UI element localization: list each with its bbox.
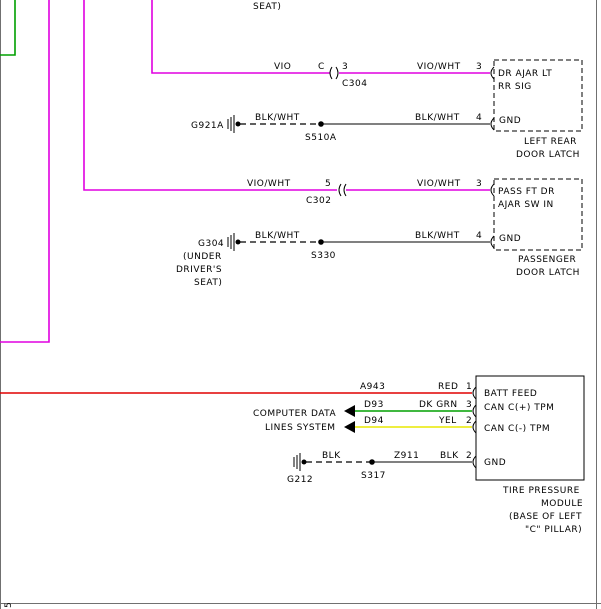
splice-name-s317: S317 [361, 471, 386, 481]
wire-color-blk-wht-lr-2: BLK/WHT [415, 113, 460, 123]
connector-name-c304: C304 [342, 79, 367, 89]
pin-terminal-tpm-2b [472, 455, 477, 469]
pin-terminal-pass-3 [490, 183, 495, 197]
circuit-d94: D94 [364, 416, 384, 426]
tpm-pin-label-gnd: GND [484, 458, 506, 468]
circuit-z911: Z911 [394, 451, 419, 461]
ground-note-under: (UNDER [183, 252, 222, 262]
ground-name-g921a: G921A [191, 121, 224, 131]
tpm-pin-label-can-lo: CAN C(-) TPM [484, 424, 550, 434]
connector-c302-a [338, 183, 342, 197]
splice-s317 [369, 459, 375, 465]
pin-label-gnd-pass: GND [499, 234, 521, 244]
module-name-tpm-1: TIRE PRESSURE [502, 486, 580, 496]
tpm-pin-2a: 2 [466, 416, 472, 426]
connector-c304-male [335, 66, 339, 80]
pin-label-ajar-sw-in: AJAR SW IN [498, 200, 554, 210]
splice-name-s330: S330 [311, 251, 336, 261]
ground-name-g212: G212 [287, 475, 313, 485]
left-rear-door-latch-box [493, 59, 583, 132]
connector-pin-3: 3 [342, 62, 348, 72]
ground-symbol-g304 [227, 233, 241, 251]
ground-note-seat: SEAT) [194, 278, 222, 288]
connector-pin-5: 5 [325, 179, 331, 189]
connector-c304-female [329, 66, 333, 80]
wire-color-yel: YEL [438, 416, 457, 426]
pin-terminal-lr-4 [490, 117, 495, 131]
computer-data-label-2: LINES SYSTEM [265, 423, 336, 433]
module-pin-lr-4: 4 [476, 113, 482, 123]
connector-pin-c: C [318, 62, 325, 72]
circuit-d93: D93 [364, 400, 384, 410]
wire-vio-left-loop [0, 0, 50, 343]
computer-data-label-1: COMPUTER DATA [253, 409, 336, 419]
page-mark: 5 [4, 602, 14, 608]
tpm-pin-2b: 2 [466, 451, 472, 461]
wire-color-vio: VIO [274, 62, 291, 72]
pin-terminal-tpm-1 [472, 386, 477, 400]
wire-color-blk-wht-pass-1: BLK/WHT [255, 231, 300, 241]
module-pin-pass-3: 3 [476, 179, 482, 189]
wire-vio-wht-pass [83, 0, 337, 191]
passenger-door-latch-box [493, 178, 583, 251]
pin-label-dr-ajar-2: RR SIG [498, 82, 532, 92]
tpm-pin-3: 3 [466, 400, 472, 410]
wire-color-blk-1: BLK [322, 451, 341, 461]
pin-label-pass-ft-dr: PASS FT DR [498, 187, 555, 197]
ground-symbol-g212 [293, 453, 307, 471]
wire-color-red: RED [438, 382, 458, 392]
pin-terminal-pass-4 [490, 235, 495, 249]
module-name-pass-2: DOOR LATCH [516, 268, 580, 278]
top-note: SEAT) [253, 2, 281, 12]
circuit-a943: A943 [360, 382, 385, 392]
wire-vio-lr [151, 0, 330, 74]
connector-name-c302: C302 [306, 196, 331, 206]
tire-pressure-module-box [475, 375, 585, 481]
pin-label-dr-ajar-1: DR AJAR LT [498, 69, 552, 79]
wire-color-dk-grn: DK GRN [419, 400, 458, 410]
pin-terminal-tpm-3 [472, 404, 477, 418]
module-pin-lr-3: 3 [476, 62, 482, 72]
pin-terminal-tpm-2a [472, 420, 477, 434]
ground-note-drivers: DRIVER'S [176, 265, 222, 275]
wire-color-blk-wht-lr-1: BLK/WHT [255, 113, 300, 123]
wire-color-blk-wht-pass-2: BLK/WHT [415, 231, 460, 241]
module-name-lr-1: LEFT REAR [524, 137, 577, 147]
tpm-pin-label-batt-feed: BATT FEED [484, 389, 537, 399]
arrow-can-hi [344, 405, 355, 417]
wire-green-top [0, 0, 16, 56]
arrow-can-lo [344, 421, 355, 433]
splice-s510a [318, 121, 324, 127]
wire-color-vio-wht-pass-1: VIO/WHT [247, 179, 291, 189]
tpm-pin-1: 1 [466, 382, 472, 392]
wire-color-blk-2: BLK [440, 451, 459, 461]
module-pin-pass-4: 4 [476, 231, 482, 241]
tpm-pin-label-can-hi: CAN C(+) TPM [484, 403, 554, 413]
wire-color-vio-wht-lr: VIO/WHT [417, 62, 461, 72]
module-name-tpm-4: "C" PILLAR) [525, 525, 582, 535]
module-name-tpm-2: MODULE [541, 499, 583, 509]
pin-terminal-lr-3 [490, 66, 495, 80]
module-name-pass-1: PASSENGER [518, 255, 576, 265]
ground-symbol-g921a [227, 115, 241, 133]
module-name-tpm-3: (BASE OF LEFT [509, 512, 582, 522]
ground-name-g304: G304 [198, 239, 224, 249]
splice-name-s510a: S510A [305, 133, 337, 143]
wire-color-vio-wht-pass-2: VIO/WHT [417, 179, 461, 189]
module-name-lr-2: DOOR LATCH [516, 150, 580, 160]
connector-c302-b [343, 183, 347, 197]
splice-s330 [318, 239, 324, 245]
pin-label-gnd-lr: GND [499, 116, 521, 126]
